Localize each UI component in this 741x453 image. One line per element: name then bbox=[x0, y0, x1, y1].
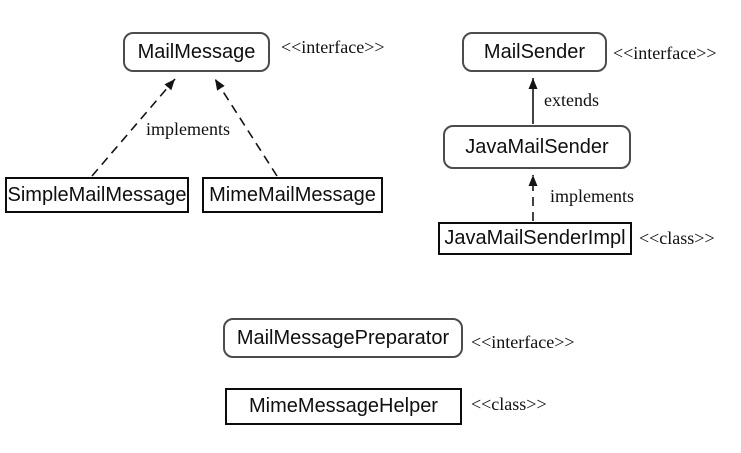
implements-arrow-simplemailmessage bbox=[91, 78, 176, 177]
node-mimemessagehelper: MimeMessageHelper bbox=[225, 388, 462, 425]
node-label: JavaMailSenderImpl bbox=[444, 227, 626, 249]
node-javamailsenderimpl: JavaMailSenderImpl bbox=[438, 222, 632, 255]
node-mailsender: MailSender bbox=[462, 32, 607, 72]
edge-label-implements-right: implements bbox=[550, 186, 634, 206]
implements-arrow-mimemailmessage bbox=[214, 78, 278, 177]
node-label: MimeMessageHelper bbox=[249, 395, 438, 417]
edge-label-implements-left: implements bbox=[146, 119, 230, 139]
node-label: MimeMailMessage bbox=[209, 183, 376, 206]
node-mailmessage: MailMessage bbox=[123, 32, 270, 72]
node-mimemailmessage: MimeMailMessage bbox=[202, 177, 383, 213]
node-mailmessagepreparator: MailMessagePreparator bbox=[223, 318, 463, 358]
node-label: JavaMailSender bbox=[465, 135, 609, 158]
node-label: SimpleMailMessage bbox=[7, 183, 187, 206]
node-simplemailmessage: SimpleMailMessage bbox=[5, 177, 189, 213]
node-label: MailSender bbox=[483, 40, 586, 63]
stereotype-mailmessage: <<interface>> bbox=[281, 37, 385, 57]
stereotype-mailsender: <<interface>> bbox=[613, 43, 717, 63]
stereotype-mailmessagepreparator: <<interface>> bbox=[471, 332, 575, 352]
node-label: MailMessagePreparator bbox=[236, 326, 450, 349]
node-label: MailMessage bbox=[137, 40, 256, 63]
stereotype-mimemessagehelper: <<class>> bbox=[471, 394, 547, 414]
node-javamailsender: JavaMailSender bbox=[443, 125, 631, 169]
edge-label-extends: extends bbox=[544, 90, 599, 110]
stereotype-javamailsenderimpl: <<class>> bbox=[639, 228, 715, 248]
